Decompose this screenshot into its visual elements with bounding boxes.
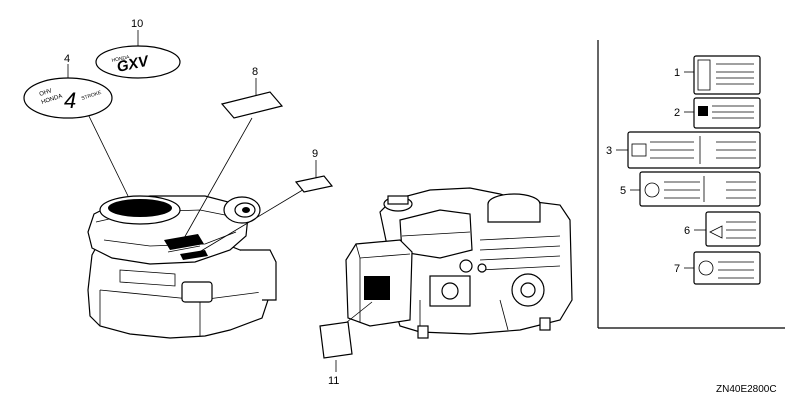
badge-maker-text: HONDA <box>111 54 131 64</box>
callout-11: 11 <box>328 375 339 387</box>
callout-7: 7 <box>674 263 680 275</box>
badge-model-text: GXV <box>115 52 151 76</box>
label-1: 1 <box>674 55 761 95</box>
diagram-code: ZN40E2800C <box>716 384 777 395</box>
callout-10: 10 <box>131 18 143 30</box>
decal-4-oval-emblem: OHV HONDA 4 STROKE <box>23 77 113 119</box>
engine-rear-view <box>345 187 573 339</box>
oval-big-four: 4 <box>64 88 76 113</box>
decal-10-gxv-badge: HONDA GXV <box>95 45 181 79</box>
engine-front-view <box>87 195 277 339</box>
callout-3: 3 <box>606 145 612 157</box>
oval-text-top: OHV <box>39 88 53 98</box>
callout-9: 9 <box>312 148 318 160</box>
callout-6: 6 <box>684 225 690 237</box>
callout-1: 1 <box>674 67 680 79</box>
callout-8: 8 <box>252 66 258 78</box>
decal-11-placed <box>364 276 390 300</box>
label-6: 6 <box>684 211 761 247</box>
decal-8-placed <box>164 234 204 250</box>
decal-9-placed <box>180 250 208 260</box>
label-3: 3 <box>606 131 761 169</box>
label-2: 2 <box>674 97 761 129</box>
decal-8-loose <box>220 91 284 119</box>
label-5: 5 <box>620 171 761 207</box>
callout-2: 2 <box>674 107 680 119</box>
decal-11-loose <box>319 321 353 359</box>
callout-5: 5 <box>620 185 626 197</box>
label-7: 7 <box>674 251 761 285</box>
callout-4: 4 <box>64 53 70 65</box>
decal-9-loose <box>294 175 334 193</box>
